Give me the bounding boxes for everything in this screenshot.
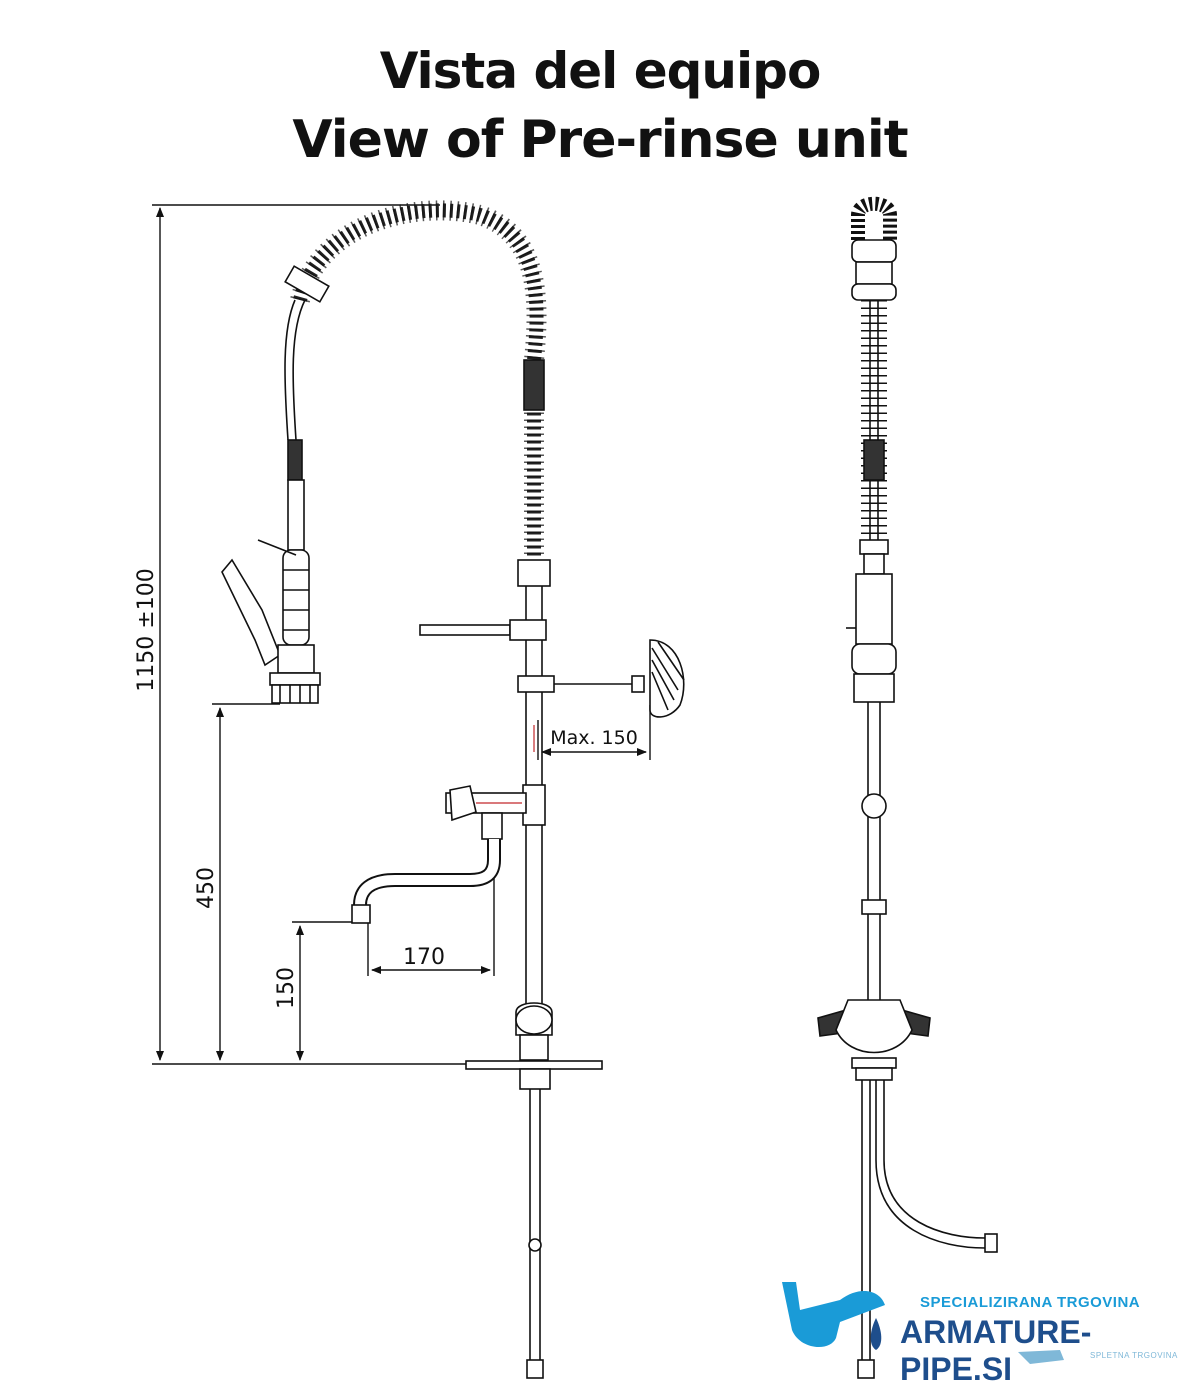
- dimension-lines: [152, 204, 651, 1065]
- dim-spout-reach: 170: [403, 945, 445, 970]
- faucet-logo-icon: [782, 1282, 1064, 1364]
- centerline-marks: [476, 725, 535, 804]
- front-view: [221, 200, 685, 1379]
- dim-spout-height: 150: [274, 967, 299, 1009]
- logo-subtitle: SPLETNA TRGOVINA: [1090, 1351, 1178, 1360]
- side-view: [817, 196, 998, 1379]
- title-spanish: Vista del equipo: [379, 42, 822, 100]
- dim-arm-reach: Max. 150: [550, 727, 638, 749]
- dim-spray-height: 450: [194, 867, 219, 909]
- logo-name[interactable]: ARMATURE-PIPE.SI: [900, 1314, 1092, 1387]
- logo-tagline: SPECIALIZIRANA TRGOVINA: [920, 1294, 1141, 1311]
- dim-total-height: 1150 ±100: [134, 568, 159, 691]
- title-english: View of Pre-rinse unit: [292, 110, 908, 170]
